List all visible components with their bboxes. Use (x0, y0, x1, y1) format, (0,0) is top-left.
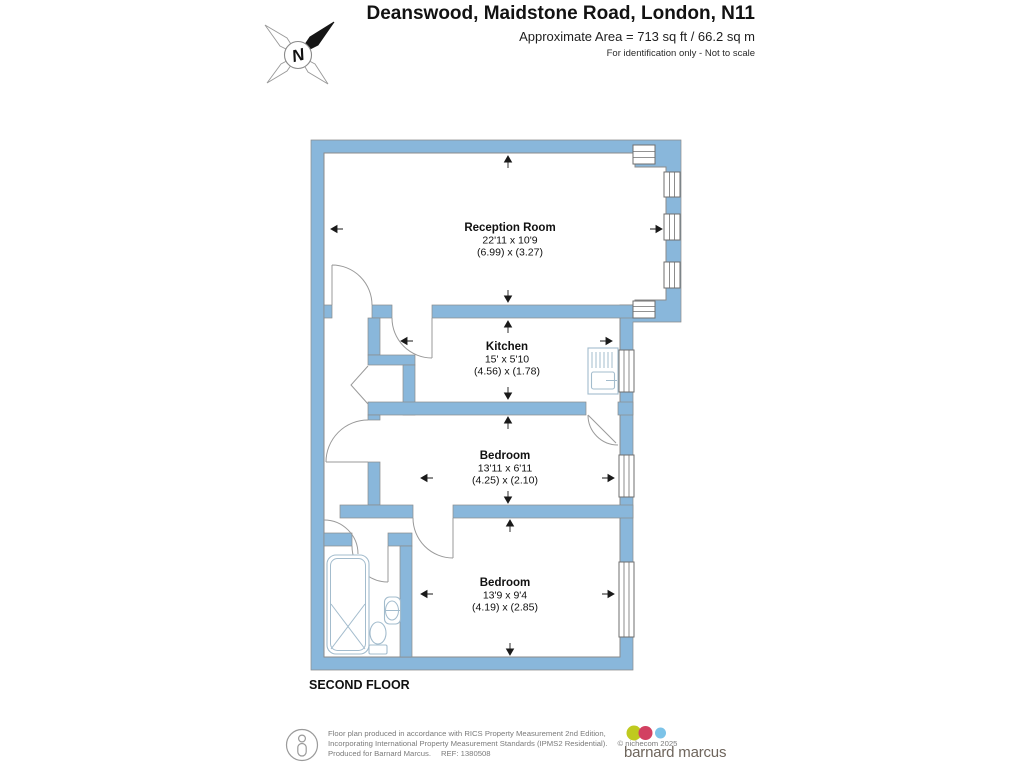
page-title: Deanswood, Maidstone Road, London, N11 (366, 3, 755, 24)
dimension-arrow (503, 320, 513, 333)
dimension-arrow (505, 519, 515, 532)
room-dimensions-metric: (6.99) x (3.27) (477, 247, 543, 259)
dimension-arrow (505, 643, 515, 656)
copyright-text: © nichecom 2025 (617, 738, 678, 748)
room-name: Kitchen (486, 341, 528, 353)
room-name: Bedroom (480, 577, 530, 589)
door-arc (391, 317, 433, 359)
room-dimensions-imperial: 15' x 5'10 (485, 354, 529, 366)
dimension-arrow (420, 589, 433, 599)
room-bedroom-2-label: Bedroom 13'9 x 9'4 (4.19) x (2.85) (472, 577, 538, 614)
dimension-arrow (602, 473, 615, 483)
window (663, 171, 681, 198)
window (632, 144, 656, 165)
room-dimensions-imperial: 13'11 x 6'11 (478, 463, 533, 475)
toilet (368, 621, 388, 655)
window (663, 261, 681, 289)
dimension-arrow (503, 491, 513, 504)
window (632, 300, 656, 319)
door-arc (412, 517, 454, 559)
room-reception-label: Reception Room 22'11 x 10'9 (6.99) x (3.… (464, 222, 555, 259)
window (618, 454, 635, 498)
window (663, 213, 681, 241)
person-badge-icon (285, 728, 319, 762)
closet-bifold-door (350, 365, 369, 405)
door-arc (323, 519, 359, 555)
approximate-area-text: Approximate Area = 713 sq ft / 66.2 sq m (519, 29, 755, 44)
room-kitchen-label: Kitchen 15' x 5'10 (4.56) x (1.78) (474, 341, 540, 378)
dimension-arrow (503, 387, 513, 400)
dimension-arrows (330, 155, 663, 656)
room-name: Bedroom (480, 450, 530, 462)
door-arc (331, 264, 373, 306)
windows (618, 144, 681, 638)
logo-dot-green (626, 725, 642, 741)
floor-label: SECOND FLOOR (309, 678, 410, 692)
room-dimensions-imperial: 22'11 x 10'9 (482, 235, 537, 247)
floorplan-drawing: Reception Room 22'11 x 10'9 (6.99) x (3.… (310, 139, 682, 671)
kitchen-sink-unit (587, 347, 619, 395)
agency-name: barnard marcus (624, 744, 726, 761)
window (618, 561, 635, 638)
dimension-arrow (503, 290, 513, 303)
dimension-arrow (330, 224, 343, 234)
door-arc (325, 419, 369, 463)
room-dimensions-metric: (4.56) x (1.78) (474, 366, 540, 378)
produced-for-line: Produced for Barnard Marcus.REF: 1380508 (328, 748, 491, 758)
room-dimensions-imperial: 13'9 x 9'4 (483, 590, 527, 602)
logo-dot-red (638, 726, 653, 740)
logo-dot-blue (655, 727, 666, 739)
header-block: Deanswood, Maidstone Road, London, N11 A… (367, 3, 755, 59)
dimension-arrow (420, 473, 433, 483)
bathtub (326, 554, 370, 655)
room-name: Reception Room (464, 222, 555, 234)
reference-number: REF: 1380508 (440, 748, 491, 758)
window (618, 349, 635, 393)
rics-line-1: Floor plan produced in accordance with R… (328, 729, 606, 738)
fixtures (326, 347, 619, 655)
washbasin (383, 596, 402, 625)
dimension-arrow (600, 336, 613, 346)
dimension-arrow (602, 589, 615, 599)
dimension-arrow (650, 224, 663, 234)
footer-disclaimer: Floor plan produced in accordance with R… (328, 729, 677, 758)
room-dimensions-metric: (4.25) x (2.10) (472, 475, 538, 487)
room-bedroom-1-label: Bedroom 13'11 x 6'11 (4.25) x (2.10) (472, 450, 538, 487)
door-arc (587, 414, 619, 446)
agency-logo: barnard marcus (624, 725, 726, 761)
dimension-arrow (400, 336, 413, 346)
interior-walls (323, 304, 636, 658)
room-dimensions-metric: (4.19) x (2.85) (472, 602, 538, 614)
dimension-arrow (503, 155, 513, 168)
rics-line-2: Incorporating International Property Mea… (328, 738, 678, 748)
compass-north-label: N (290, 45, 307, 67)
dimension-arrow (503, 416, 513, 429)
identification-disclaimer: For identification only - Not to scale (606, 48, 755, 59)
compass-north-icon: N (264, 21, 335, 85)
